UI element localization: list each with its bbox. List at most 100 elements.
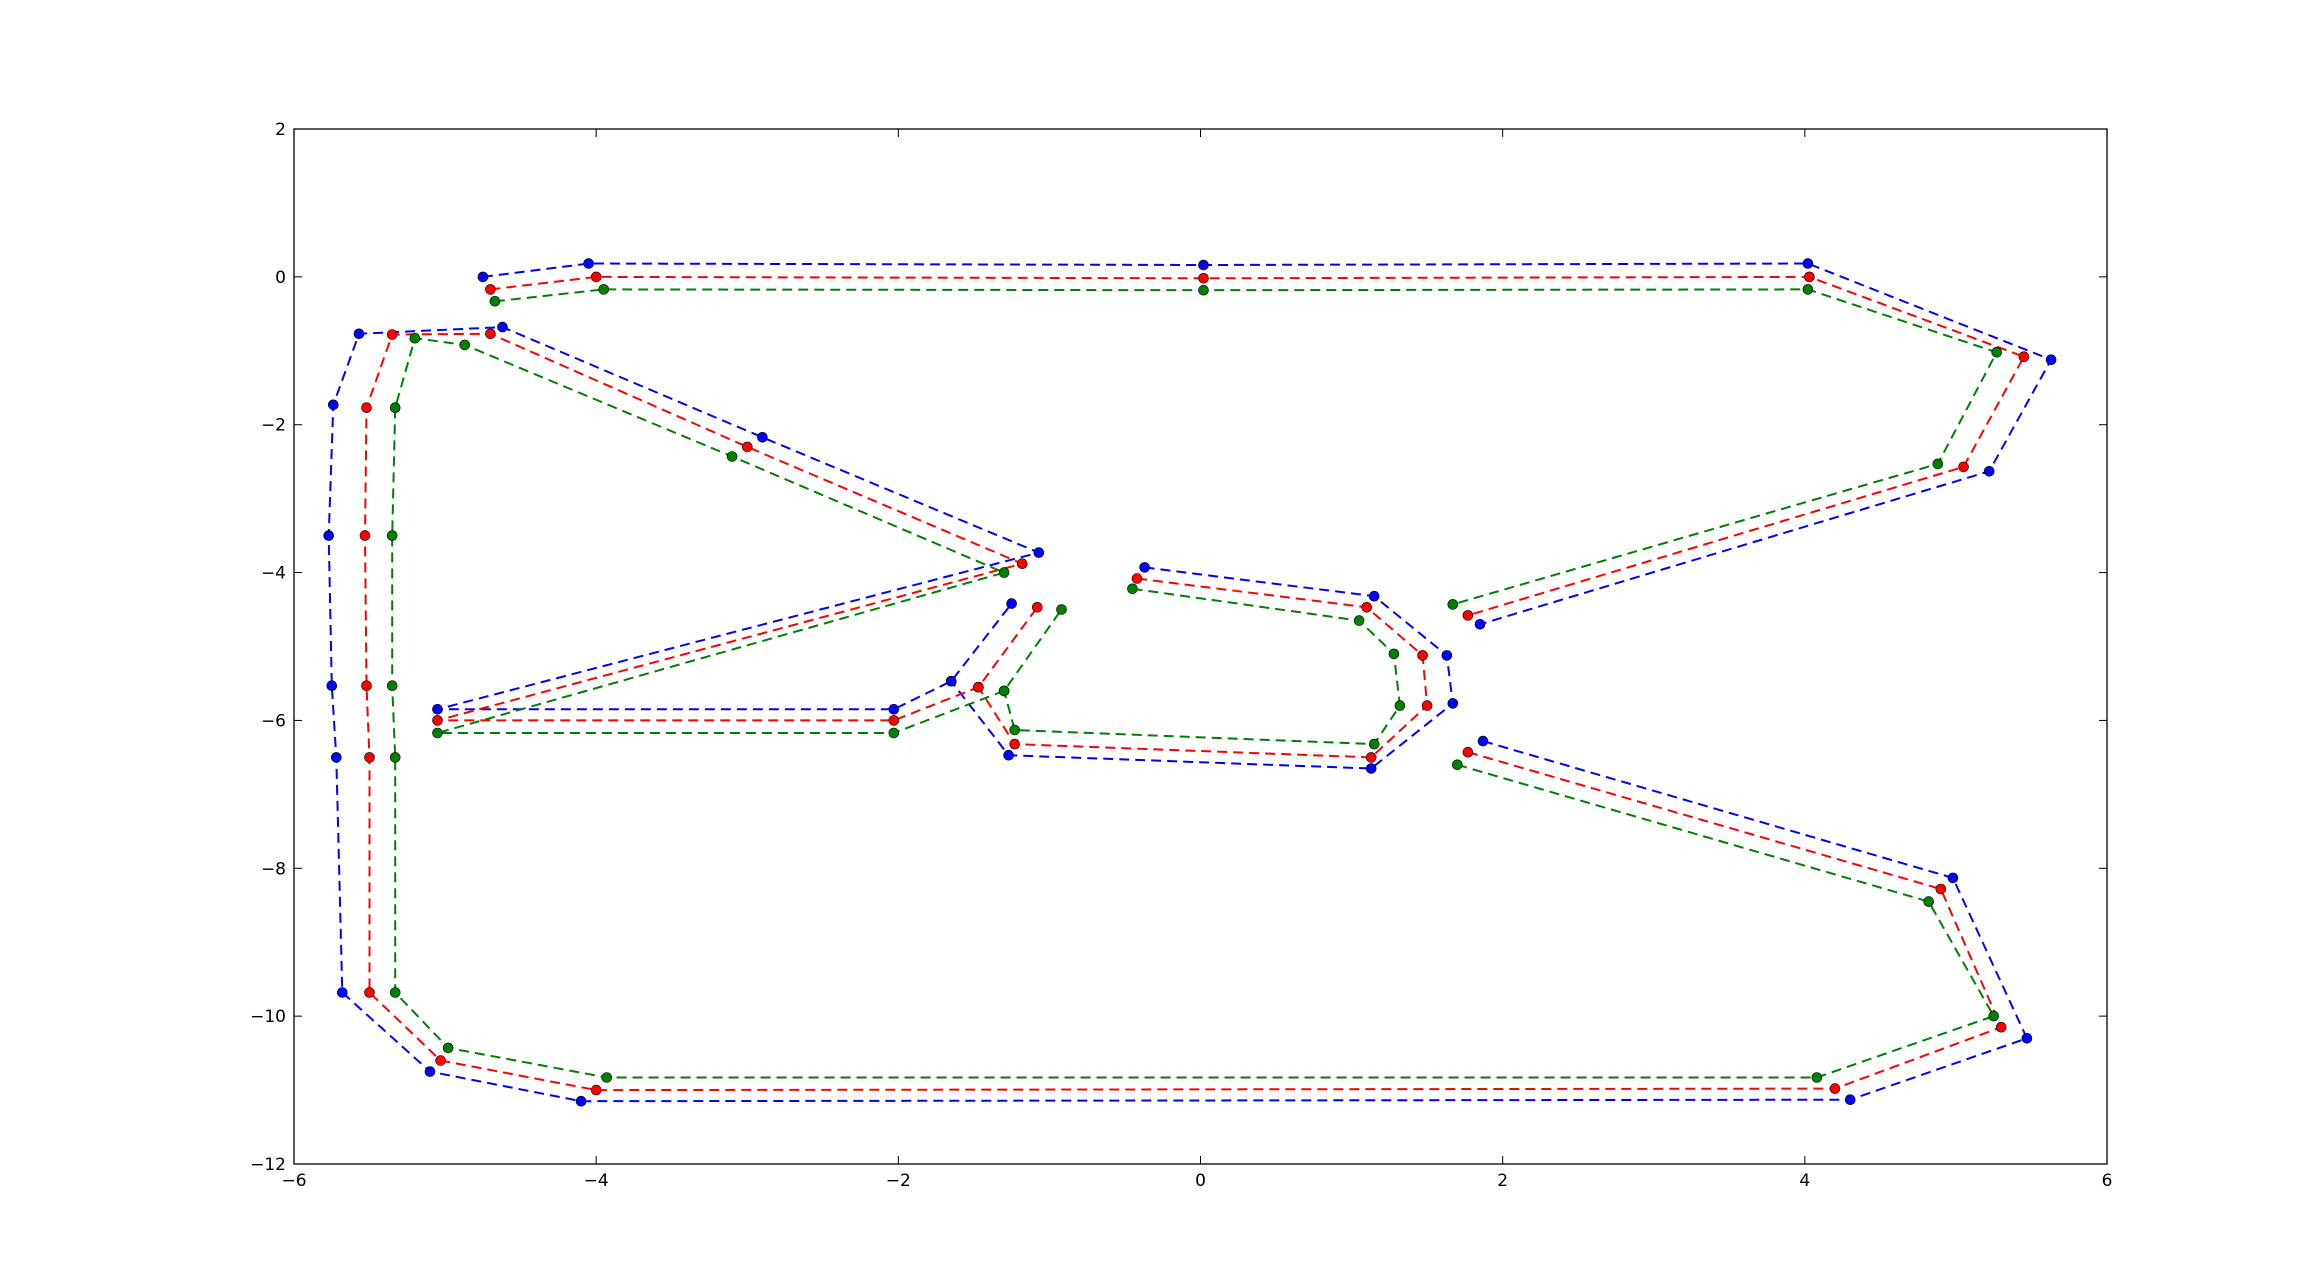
series-0-point-1-8 <box>326 680 338 692</box>
series-2-point-1-14 <box>998 567 1010 578</box>
series-2-point-0-4 <box>1991 346 2002 358</box>
series-1-point-0-6 <box>1462 610 1474 621</box>
series-0-point-1-3 <box>1844 1094 1856 1105</box>
y-tick-label: −8 <box>261 859 286 879</box>
x-tick-label: −6 <box>281 1171 306 1191</box>
series-1-point-1-11 <box>386 329 398 340</box>
series-1-point-2-3 <box>1421 700 1433 711</box>
x-tick-label: 2 <box>1497 1171 1508 1191</box>
series-1-point-1-10 <box>361 402 372 414</box>
series-1-point-1-15 <box>432 715 443 726</box>
series-2-point-2-5 <box>1009 724 1021 736</box>
series-0-point-1-13 <box>757 431 768 443</box>
series-0-point-2-0 <box>1139 562 1150 573</box>
series-1-point-1-4 <box>590 1084 602 1096</box>
series-1-point-2-5 <box>1009 738 1021 750</box>
y-tick-label: −2 <box>261 416 286 436</box>
x-axis: −6 −4 −2 0 2 4 6 <box>281 129 2112 1191</box>
series-2-point-1-4 <box>601 1072 613 1083</box>
x-tick-label: −4 <box>584 1171 609 1191</box>
series-0-point-0-3 <box>1802 258 1814 269</box>
x-tick-label: 6 <box>2102 1171 2113 1191</box>
series-2-point-0-1 <box>598 284 610 295</box>
series-2-point-1-16 <box>888 727 900 739</box>
series-1-point-1-16 <box>888 715 900 726</box>
series-0-point-0-1 <box>583 258 594 269</box>
series-1-point-1-2 <box>1995 1021 2007 1033</box>
y-tick-label: −4 <box>261 564 286 584</box>
series-0-point-2-4 <box>1365 763 1377 774</box>
x-tick-label: −2 <box>886 1171 911 1191</box>
series-2-point-1-18 <box>1056 604 1067 615</box>
series-1-point-2-6 <box>973 681 984 693</box>
series-2-point-2-1 <box>1353 615 1365 626</box>
series-0-point-1-0 <box>1477 735 1489 747</box>
series-0-point-1-2 <box>2021 1033 2033 1044</box>
series-1-point-1-6 <box>364 987 375 998</box>
series-0-point-1-7 <box>330 752 342 763</box>
series-2-point-2-3 <box>1394 700 1406 711</box>
y-tick-label: 2 <box>275 120 286 140</box>
series-2-point-2-4 <box>1368 738 1380 750</box>
series-2-point-1-10 <box>389 402 401 414</box>
series-1-point-0-1 <box>590 271 602 283</box>
series-2-point-0-3 <box>1802 284 1814 295</box>
series-2-point-1-6 <box>389 987 401 998</box>
series-0-point-0-6 <box>1474 618 1486 630</box>
series-1-point-1-3 <box>1829 1083 1841 1094</box>
series-1-point-0-2 <box>1198 272 1209 284</box>
series-1-point-0-4 <box>2018 351 2030 363</box>
series-2-point-0-6 <box>1447 599 1459 610</box>
series-0-point-1-12 <box>497 321 508 333</box>
series-2-point-1-12 <box>459 339 471 351</box>
series-1-point-1-12 <box>485 328 496 340</box>
series-2-point-2-6 <box>998 685 1010 697</box>
series-1-point-1-8 <box>361 680 372 692</box>
series-0-point-2-6 <box>945 675 957 687</box>
series-2-point-1-7 <box>389 752 401 763</box>
series-1 <box>359 271 2030 1096</box>
series-0-point-1-11 <box>353 328 365 340</box>
series-0-point-2-1 <box>1368 590 1380 602</box>
series-0-point-2-5 <box>1003 749 1014 761</box>
series-0-point-0-4 <box>2045 354 2057 366</box>
series-2-point-2-0 <box>1127 583 1138 595</box>
series-1-point-2-4 <box>1365 752 1377 763</box>
series-1-point-0-3 <box>1804 271 1815 283</box>
series-1-point-0-5 <box>1958 461 1969 473</box>
series-1-point-1-5 <box>435 1055 446 1066</box>
x-tick-label: 0 <box>1195 1171 1206 1191</box>
series-2-point-0-5 <box>1932 458 1944 470</box>
series-0-point-1-10 <box>327 399 339 411</box>
series-0-point-1-18 <box>1006 598 1017 609</box>
series-2-point-1-3 <box>1811 1072 1823 1083</box>
series-2-point-1-11 <box>409 332 421 344</box>
series-2-point-1-5 <box>442 1042 454 1054</box>
series-1-point-1-13 <box>741 441 753 453</box>
series-0-point-2-3 <box>1447 698 1459 709</box>
series-1-point-1-14 <box>1016 558 1028 570</box>
series-2 <box>386 284 2002 1083</box>
series-2-point-1-9 <box>386 530 398 541</box>
series-0-point-1-9 <box>323 530 335 541</box>
series-2-point-0-0 <box>489 295 501 307</box>
series-2-point-1-8 <box>386 680 398 692</box>
series-0-point-1-1 <box>1947 872 1959 884</box>
series-1-point-2-2 <box>1417 650 1428 661</box>
series-1-point-2-0 <box>1131 573 1143 584</box>
series-0-point-0-0 <box>477 271 489 283</box>
y-tick-label: −10 <box>250 1007 286 1027</box>
series-1-point-1-0 <box>1462 746 1474 758</box>
series-2-point-2-2 <box>1388 648 1400 660</box>
series-2-point-1-2 <box>1988 1010 1999 1022</box>
series-0-point-0-5 <box>1983 465 1995 477</box>
y-tick-label: −6 <box>261 711 286 731</box>
series-layer <box>323 258 2057 1107</box>
series-0-point-1-15 <box>432 703 443 715</box>
series-0-point-0-2 <box>1198 259 1209 271</box>
x-tick-label: 4 <box>1799 1171 1810 1191</box>
series-0-point-1-5 <box>424 1066 436 1077</box>
